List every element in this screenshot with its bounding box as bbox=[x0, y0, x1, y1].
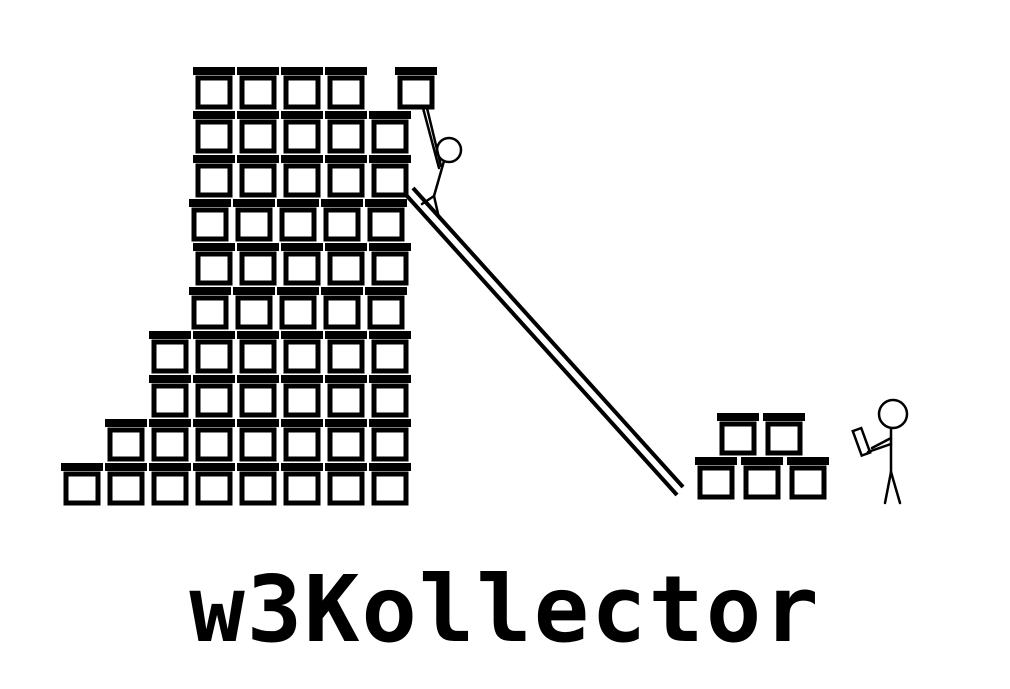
box-icon bbox=[237, 111, 279, 154]
tablet-icon bbox=[851, 426, 872, 458]
box-icon bbox=[369, 331, 411, 374]
box-icon bbox=[277, 199, 319, 242]
logo-wordmark: w3Kollector bbox=[189, 556, 821, 663]
box-icon bbox=[281, 111, 323, 154]
box-icon bbox=[325, 67, 367, 110]
box-icon bbox=[395, 67, 437, 110]
box-icon bbox=[325, 463, 367, 506]
box-icon bbox=[281, 375, 323, 418]
box-icon bbox=[281, 155, 323, 198]
box-icon bbox=[281, 243, 323, 286]
box-icon bbox=[237, 419, 279, 462]
box-icon bbox=[193, 111, 235, 154]
box-icon bbox=[369, 375, 411, 418]
box-icon bbox=[763, 413, 805, 456]
box-icon bbox=[281, 331, 323, 374]
box-icon bbox=[237, 331, 279, 374]
box-icon bbox=[281, 463, 323, 506]
box-icon bbox=[61, 463, 103, 506]
box-icon bbox=[237, 67, 279, 110]
box-icon bbox=[237, 375, 279, 418]
box-icon bbox=[105, 419, 147, 462]
box-icon bbox=[237, 243, 279, 286]
box-icon bbox=[325, 375, 367, 418]
box-icon bbox=[787, 457, 829, 500]
box-icon bbox=[325, 243, 367, 286]
box-icon bbox=[277, 287, 319, 330]
box-icon bbox=[189, 199, 231, 242]
box-icon bbox=[325, 155, 367, 198]
ladder bbox=[405, 186, 685, 497]
box-icon bbox=[321, 199, 363, 242]
box-icon bbox=[149, 419, 191, 462]
box-icon bbox=[193, 419, 235, 462]
climber-figure bbox=[420, 106, 463, 220]
box-stack-small bbox=[695, 413, 829, 500]
box-icon bbox=[193, 331, 235, 374]
box-icon bbox=[237, 463, 279, 506]
box-icon bbox=[233, 199, 275, 242]
box-icon bbox=[369, 463, 411, 506]
box-icon bbox=[193, 375, 235, 418]
box-icon bbox=[325, 419, 367, 462]
box-icon bbox=[365, 287, 407, 330]
box-stack-tall bbox=[61, 67, 437, 506]
box-icon bbox=[281, 67, 323, 110]
box-icon bbox=[149, 331, 191, 374]
box-icon bbox=[365, 199, 407, 242]
box-icon bbox=[105, 463, 147, 506]
box-icon bbox=[233, 287, 275, 330]
box-icon bbox=[193, 463, 235, 506]
box-icon bbox=[149, 375, 191, 418]
box-icon bbox=[281, 419, 323, 462]
box-icon bbox=[717, 413, 759, 456]
box-icon bbox=[193, 243, 235, 286]
reader-figure bbox=[851, 398, 909, 505]
box-icon bbox=[369, 155, 411, 198]
box-icon bbox=[741, 457, 783, 500]
box-icon bbox=[149, 463, 191, 506]
box-icon bbox=[369, 243, 411, 286]
box-icon bbox=[325, 111, 367, 154]
box-icon bbox=[193, 67, 235, 110]
box-icon bbox=[369, 111, 411, 154]
box-icon bbox=[695, 457, 737, 500]
box-icon bbox=[325, 331, 367, 374]
box-icon bbox=[237, 155, 279, 198]
box-icon bbox=[321, 287, 363, 330]
box-icon bbox=[193, 155, 235, 198]
box-icon bbox=[369, 419, 411, 462]
box-icon bbox=[189, 287, 231, 330]
